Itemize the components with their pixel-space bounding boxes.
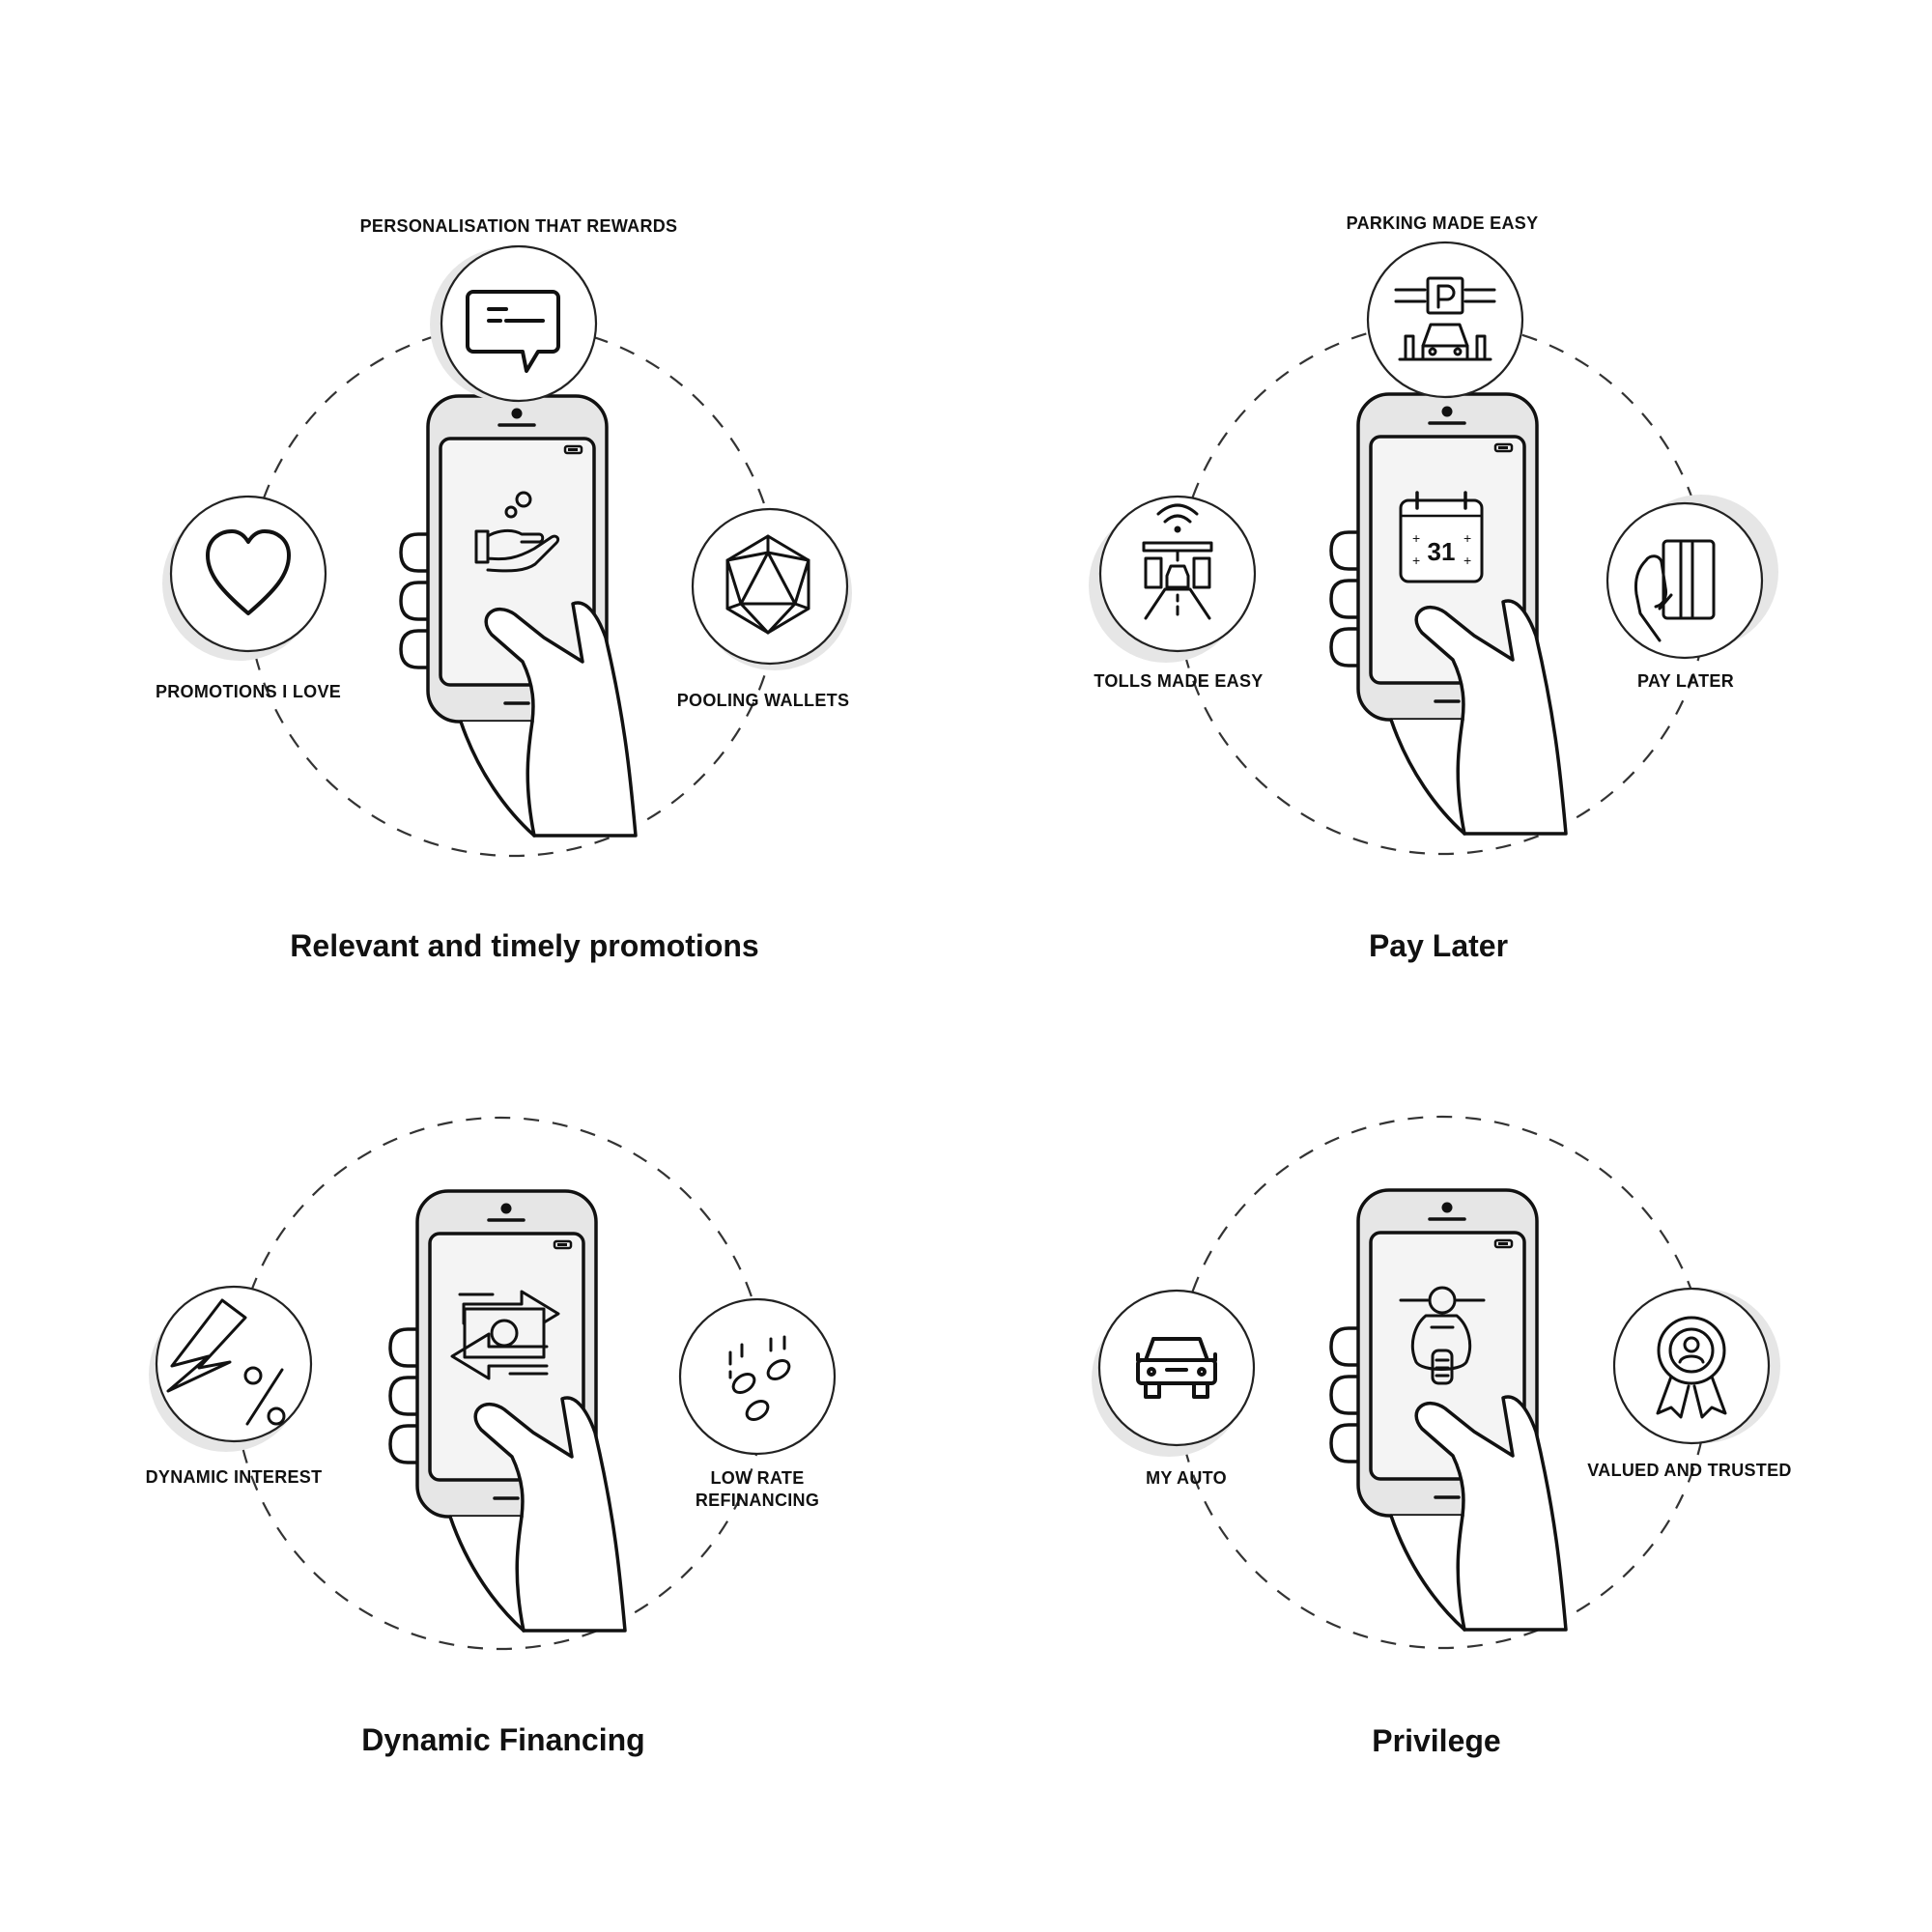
panel-dynamic-financing: DYNAMIC INTEREST LOW RATE REFINANCING Dy… bbox=[146, 1116, 837, 1757]
car-icon bbox=[1136, 1337, 1217, 1399]
calendar-icon: 31 + + + + bbox=[1399, 491, 1484, 583]
card-in-hand-icon bbox=[1634, 539, 1716, 642]
panel-pay-later: 31 + + + + bbox=[1089, 213, 1778, 963]
right-bubble bbox=[1612, 1287, 1780, 1445]
lightning-percent-icon bbox=[166, 1298, 286, 1426]
left-bubble bbox=[162, 495, 327, 661]
polyhedron-icon bbox=[725, 534, 810, 635]
top-bubble bbox=[1366, 241, 1524, 399]
hand-coins-icon bbox=[474, 491, 560, 573]
award-badge-icon bbox=[1656, 1316, 1727, 1419]
svg-text:+: + bbox=[1412, 553, 1420, 568]
calendar-day: 31 bbox=[1428, 537, 1456, 566]
toll-booth-icon bbox=[1142, 503, 1213, 620]
top-label: PERSONALISATION THAT REWARDS bbox=[360, 216, 678, 236]
right-bubble bbox=[678, 1297, 837, 1456]
phone-with-hand bbox=[399, 394, 638, 838]
right-label: PAY LATER bbox=[1637, 671, 1734, 691]
scooter-icon bbox=[1399, 1286, 1486, 1385]
phone-with-hand bbox=[388, 1189, 627, 1633]
left-label: TOLLS MADE EASY bbox=[1094, 671, 1263, 691]
panel-relevant-promotions: PERSONALISATION THAT REWARDS PROMOTIONS … bbox=[156, 216, 852, 963]
right-label-line1: LOW RATE bbox=[710, 1468, 804, 1488]
panel-privilege: MY AUTO VALUED AND TRUSTED Privilege bbox=[1092, 1115, 1791, 1758]
svg-text:+: + bbox=[1463, 553, 1471, 568]
parking-icon bbox=[1394, 276, 1496, 361]
panel-title: Dynamic Financing bbox=[361, 1722, 644, 1757]
phone-with-hand bbox=[1329, 1188, 1568, 1632]
left-bubble bbox=[1089, 495, 1257, 663]
left-bubble bbox=[1092, 1289, 1256, 1457]
panel-title: Pay Later bbox=[1369, 928, 1508, 963]
money-exchange-icon bbox=[450, 1290, 560, 1380]
heart-icon bbox=[206, 529, 291, 615]
phone-with-hand bbox=[1329, 392, 1568, 836]
right-label: VALUED AND TRUSTED bbox=[1587, 1461, 1791, 1480]
chat-bubble-icon bbox=[466, 290, 560, 373]
top-bubble bbox=[430, 244, 598, 403]
panel-title: Privilege bbox=[1372, 1723, 1500, 1758]
panel-title: Relevant and timely promotions bbox=[290, 928, 758, 963]
top-label: PARKING MADE EASY bbox=[1347, 213, 1539, 233]
svg-text:+: + bbox=[1412, 530, 1420, 546]
left-label: DYNAMIC INTEREST bbox=[146, 1467, 323, 1487]
svg-text:+: + bbox=[1463, 530, 1471, 546]
falling-coins-icon bbox=[728, 1335, 791, 1422]
left-label: PROMOTIONS I LOVE bbox=[156, 682, 341, 701]
right-bubble bbox=[1605, 495, 1778, 660]
left-bubble bbox=[149, 1285, 313, 1452]
right-label: POOLING WALLETS bbox=[677, 691, 850, 710]
right-label-line2: REFINANCING bbox=[696, 1491, 819, 1510]
left-label: MY AUTO bbox=[1146, 1468, 1227, 1488]
right-bubble bbox=[691, 507, 852, 670]
